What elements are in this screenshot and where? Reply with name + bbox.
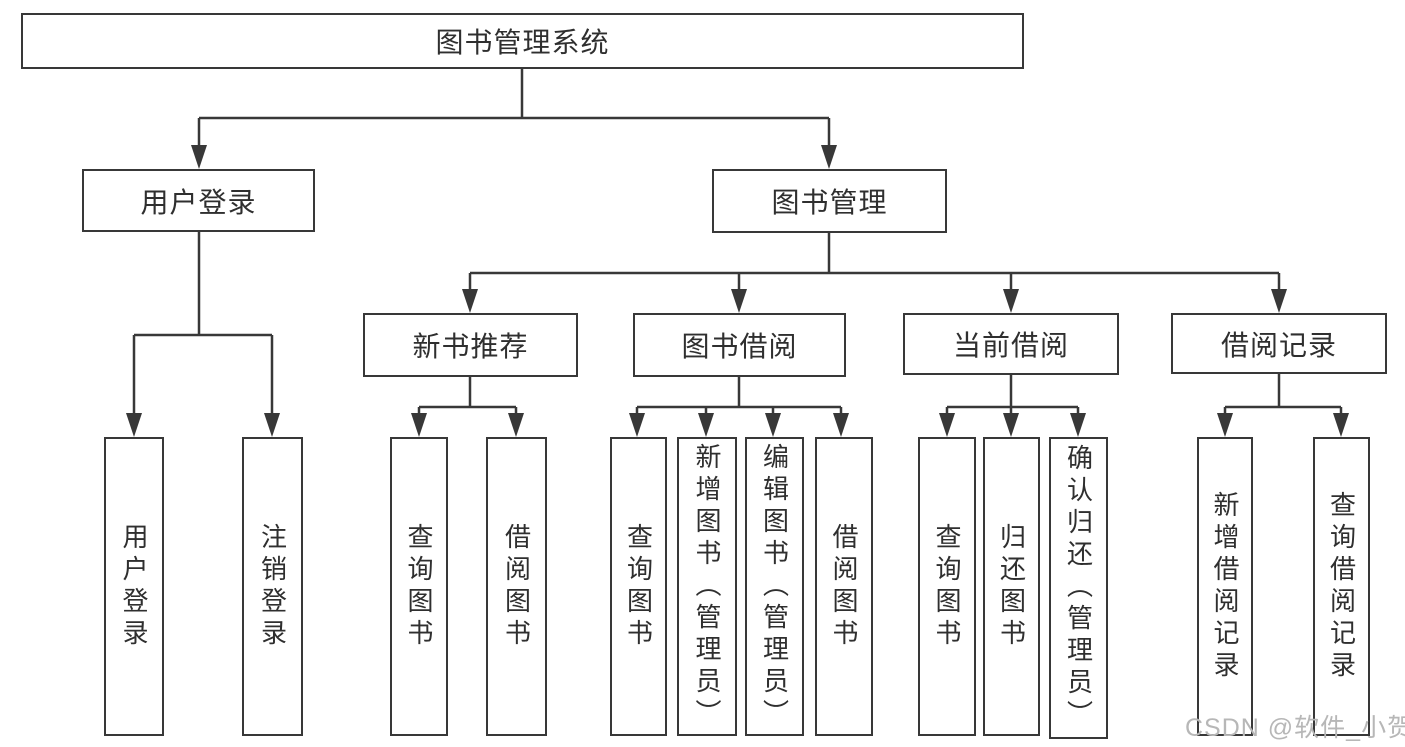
node-label: 借阅图书: [829, 522, 859, 651]
node-user-login: 用户登录: [82, 169, 315, 232]
node-label: 新书推荐: [412, 331, 529, 362]
arrowhead: [1217, 413, 1233, 437]
node-book-borrow: 图书借阅: [633, 313, 846, 377]
node-new-book-recommend: 新书推荐: [363, 313, 578, 377]
arrowhead: [1333, 413, 1349, 437]
node-label: 查询图书: [404, 522, 434, 651]
arrowhead: [731, 289, 747, 313]
arrowhead: [1003, 289, 1019, 313]
node-root-library-system: 图书管理系统: [21, 13, 1024, 69]
arrowhead: [1271, 289, 1287, 313]
node-label: 借阅记录: [1220, 329, 1337, 361]
arrowhead: [191, 145, 207, 169]
arrowhead: [821, 145, 837, 169]
connector-newbookrec-to-leaves: [417, 377, 518, 415]
arrowhead: [1003, 413, 1019, 437]
node-label: 查询图书: [932, 522, 962, 651]
node-label: 归还图书: [996, 522, 1027, 651]
connector-currentborrow-to-leaves: [945, 375, 1080, 415]
csdn-watermark: CSDN @软件_小贺同学: [1185, 714, 1405, 742]
node-label: 新增图书（管理员）: [692, 442, 722, 731]
connector-userlogin-to-leaves: [132, 232, 274, 415]
node-leaf-query-books-2: 查询图书: [610, 437, 667, 736]
node-leaf-add-books-admin: 新增图书（管理员）: [677, 437, 737, 736]
node-label: 确认归还（管理员）: [1063, 444, 1094, 732]
node-borrow-records: 借阅记录: [1171, 313, 1387, 374]
node-leaf-add-borrow-record: 新增借阅记录: [1197, 437, 1253, 736]
node-book-management: 图书管理: [712, 169, 947, 233]
connector-borrowrecords-to-leaves: [1223, 374, 1343, 415]
node-label: 注销登录: [257, 522, 288, 651]
connector-bookborrow-to-leaves: [635, 377, 843, 415]
node-leaf-query-books-3: 查询图书: [918, 437, 976, 736]
arrowhead: [833, 413, 849, 437]
node-leaf-edit-books-admin: 编辑图书（管理员）: [745, 437, 804, 736]
node-label: 借阅图书: [501, 522, 532, 651]
node-leaf-query-books-1: 查询图书: [390, 437, 448, 736]
arrowhead: [126, 413, 142, 437]
node-label: 当前借阅: [952, 330, 1069, 361]
node-current-borrow: 当前借阅: [903, 313, 1119, 375]
arrowhead: [508, 413, 524, 437]
node-leaf-confirm-return-admin: 确认归还（管理员）: [1049, 437, 1108, 739]
connector-bookmgmt-to-level3: [468, 233, 1281, 291]
node-leaf-query-borrow-record: 查询借阅记录: [1313, 437, 1370, 736]
arrowhead: [1070, 413, 1086, 437]
node-label: 查询图书: [623, 522, 654, 651]
connector-root-to-level2: [197, 69, 831, 147]
node-label: 用户登录: [119, 522, 149, 651]
arrowhead: [462, 289, 478, 313]
node-label: 新增借阅记录: [1210, 490, 1240, 683]
arrowhead: [698, 413, 714, 437]
node-leaf-return-books: 归还图书: [983, 437, 1040, 736]
node-leaf-borrow-books-1: 借阅图书: [486, 437, 547, 736]
node-leaf-logout: 注销登录: [242, 437, 303, 736]
node-label: 图书管理系统: [435, 27, 610, 58]
node-label: 图书借阅: [681, 331, 798, 362]
node-label: 编辑图书（管理员）: [759, 442, 790, 731]
node-label: 查询借阅记录: [1326, 490, 1357, 683]
node-label: 图书管理: [771, 187, 888, 218]
arrowhead: [411, 413, 427, 437]
node-leaf-user-login: 用户登录: [104, 437, 164, 736]
arrowhead: [264, 413, 280, 437]
arrowhead: [765, 413, 781, 437]
node-leaf-borrow-books-2: 借阅图书: [815, 437, 873, 736]
arrowhead: [629, 413, 645, 437]
node-label: 用户登录: [140, 186, 257, 218]
arrowhead: [939, 413, 955, 437]
